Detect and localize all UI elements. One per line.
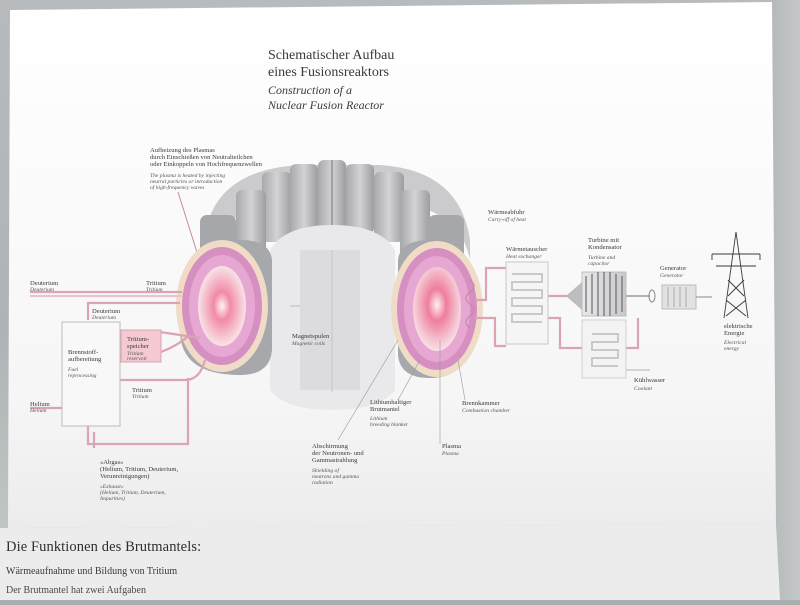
shielding-leader [337,339,399,441]
title-en-line2: Nuclear Fusion Reactor [267,98,384,112]
shielding-en-3: radiation [312,480,333,486]
heating-label: Aufheizung des Plasmas durch Einschießen… [150,147,263,191]
energy-de-2: Energie [724,330,744,337]
coolant-en: Coolant [634,386,652,392]
fuel-processing-de-1: Brennstoff- [68,349,98,356]
coolant-de: Kühlwasser [634,377,666,384]
chamber-de: Brennkammer [462,400,501,407]
heat-exchanger-coil [511,273,543,323]
deuterium-2-de: Deuterium [92,308,121,315]
fuel-pipes [30,290,207,448]
magnet-coils-de: Magnetspulen [292,333,330,340]
tritium-2-en: Tritium [132,394,148,400]
generator-de: Generator [660,265,687,272]
exhaust-en-1: «Exhaust» [100,484,124,490]
exhaust-de-1: «Abgas» [100,459,123,466]
shielding-en-1: Shielding of [312,467,340,474]
energy-en-2: energy [724,346,740,352]
shielding-de-3: Gammastrahlung [312,457,358,464]
tritium-storage-box [120,329,162,363]
tritium-storage-en-2: reservoir [127,356,148,362]
shielding-de-1: Abschirmung [312,443,349,450]
helium-de: Helium [30,401,51,408]
fuel-processing-en-1: Fuel [67,367,79,373]
fuel-processing-box [61,321,121,427]
helium-en: Helium [29,408,46,414]
section-subheading: Wärmeaufnahme und Bildung von Tritium [6,566,178,577]
heating-en-3: of high-frequency waves [150,184,204,191]
fuel-processing-en-2: reprocessing [68,373,97,379]
power-tower-icon [711,231,761,319]
heating-de-3: oder Einkoppeln von Hochfrequenzwellen [150,161,263,168]
heating-en-1: The plasma is heated by injecting [150,173,225,179]
heat-removal-en: Carry-off of heat [488,216,526,223]
chamber-leader [457,359,466,401]
shielding-en-2: neutrons and gamma [312,474,359,480]
blanket-leader [397,359,421,401]
blanket-de-2: Brutmantel [370,406,400,413]
heat-exchanger-en: Heat exchanger [505,254,542,260]
tritium-storage-de-2: speicher [127,343,150,350]
section-heading: Die Funktionen des Brutmantels: [6,539,202,555]
exhaust-de-3: Verunreinigungen) [100,473,149,480]
heat-removal-de: Wärmeabfuhr [488,209,525,216]
turbine-en-2: capacitor [588,261,610,267]
heating-de-2: durch Einschießen von Neutralteilchen [150,154,253,161]
generator-en: Generator [660,273,684,279]
magnet-coils-en: Magnetic coils [291,341,325,347]
title-de-line2: eines Fusionsreaktors [268,65,389,80]
tritium-2-de: Tritium [132,387,153,394]
generator [661,284,712,310]
left-reactor-section [176,240,272,375]
energy-de-1: elektrische [724,323,753,330]
section-cutoff-text: Der Brutmantel hat zwei Aufgaben [6,585,146,596]
right-reactor-section [391,240,483,378]
plasma-de: Plasma [442,443,461,450]
heat-exchanger-de: Wärmetauscher [506,246,548,253]
exhaust-label: «Abgas» (Helium, Tritium, Deuterium, Ver… [99,459,179,502]
chamber-en: Combustion chamber [462,408,511,414]
title-de-line1: Schematischer Aufbau [268,48,394,63]
tritium-storage-en-1: Tritium [127,351,143,357]
exhaust-en-2: (Helium, Tritium, Deuterium, [100,489,166,496]
deuterium-in-de: Deuterium [30,280,59,287]
deuterium-2-en: Deuterium [91,315,116,321]
heating-en-2: neutral particles or introduction [150,179,223,185]
turbine-en-1: Turbine and [588,255,615,261]
blanket-de-1: Lithiumhaltiger [370,399,412,406]
turbine [566,271,656,379]
plasma-en: Plasma [441,451,459,457]
fuel-processing-de-2: aufbereitung [68,356,102,363]
poster-lower-strip [0,524,780,600]
heat-pipes [475,266,640,350]
tritium-storage-de-1: Tritium- [127,336,149,343]
energy-en-1: Electrical [723,340,747,346]
tritium-in-de: Tritium [146,280,167,287]
blanket-en-2: breeding blanket [370,422,408,428]
deuterium-in-en: Deuterium [29,287,54,293]
tritium-in-en: Tritium [146,287,162,293]
blanket-en-1: Lithium [369,416,387,422]
title-en-line1: Construction of a [268,83,352,97]
heating-de-1: Aufheizung des Plasmas [150,147,215,154]
exhaust-de-2: (Helium, Tritium, Deuterium, [100,466,179,473]
turbine-de-1: Turbine mit [588,237,619,244]
exhaust-en-3: Impurities) [99,495,125,502]
shielding-de-2: der Neutronen- und [312,450,364,457]
turbine-de-2: Kondensator [588,244,622,251]
